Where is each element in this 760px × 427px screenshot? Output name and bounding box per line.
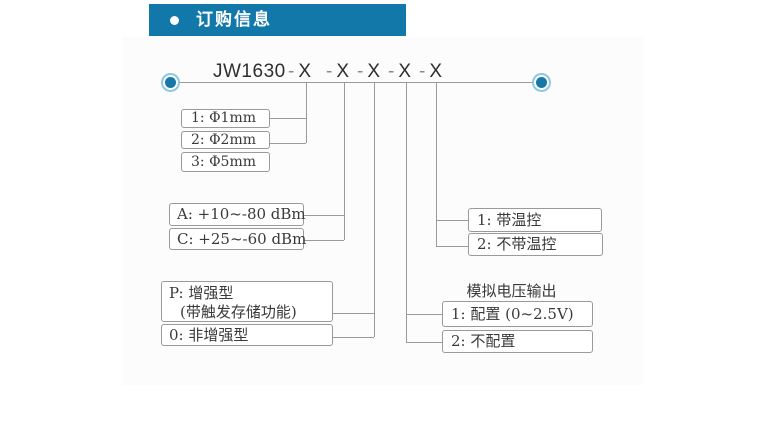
drop-line-2 (344, 82, 345, 240)
analog-output-label: 模拟电压输出 (466, 282, 557, 300)
dash-separator: - (288, 61, 295, 82)
model-placeholder-5: X (429, 61, 443, 82)
connector-analog-1 (406, 314, 442, 315)
model-placeholder-1: X (298, 61, 312, 82)
drop-line-1 (306, 82, 307, 143)
dash-separator: - (357, 61, 364, 82)
option-box-type-p: P: 增强型 (带触发存储功能) (161, 281, 333, 322)
drop-line-3 (374, 82, 375, 337)
section-header: 订购信息 (149, 4, 406, 36)
connector-range-c (304, 240, 344, 241)
connector-temp-1 (436, 220, 468, 221)
option-box-analog-2: 2: 不配置 (442, 330, 593, 353)
connector-analog-2 (406, 342, 442, 343)
drop-line-5 (436, 82, 437, 246)
option-box-temp-1: 1: 带温控 (468, 208, 602, 232)
model-segment-5: -X (419, 61, 442, 83)
dash-separator: - (326, 61, 333, 82)
bullet-icon (170, 15, 179, 25)
rail-endpoint-left-icon (163, 75, 178, 90)
connector-range-a (304, 215, 344, 216)
type-p-line1: P: 增强型 (169, 284, 234, 302)
option-box-fiber-3: 3: Φ5mm (181, 152, 270, 172)
dash-separator: - (388, 61, 395, 82)
model-number: JW1630 (213, 61, 286, 82)
rail-endpoint-right-icon (534, 75, 549, 90)
option-box-fiber-2: 2: Φ2mm (181, 131, 270, 149)
model-segment-1: -X (288, 61, 311, 83)
option-box-fiber-1: 1: Φ1mm (181, 109, 270, 128)
option-box-type-0: 0: 非增强型 (161, 324, 333, 346)
model-segment-3: -X (357, 61, 380, 83)
option-box-range-c: C: +25~-60 dBm (169, 228, 306, 250)
model-placeholder-3: X (367, 61, 381, 82)
model-placeholder-2: X (336, 61, 350, 82)
option-box-temp-2: 2: 不带温控 (468, 233, 603, 256)
model-placeholder-4: X (398, 61, 412, 82)
connector-type-0 (333, 337, 374, 338)
connector-fiber-1 (270, 118, 306, 119)
connector-temp-2 (436, 246, 468, 247)
drop-line-4 (406, 82, 407, 342)
option-box-analog-1: 1: 配置 (0~2.5V) (442, 301, 593, 327)
option-box-range-a: A: +10~-80 dBm (169, 203, 306, 226)
model-segment-4: -X (388, 61, 411, 83)
connector-type-p (333, 313, 374, 314)
connector-fiber-2 (270, 143, 306, 144)
main-rail-line (170, 82, 541, 83)
model-segment-2: -X (326, 61, 349, 83)
type-p-line2: (带触发存储功能) (180, 303, 297, 321)
section-title: 订购信息 (196, 10, 272, 29)
dash-separator: - (419, 61, 426, 82)
